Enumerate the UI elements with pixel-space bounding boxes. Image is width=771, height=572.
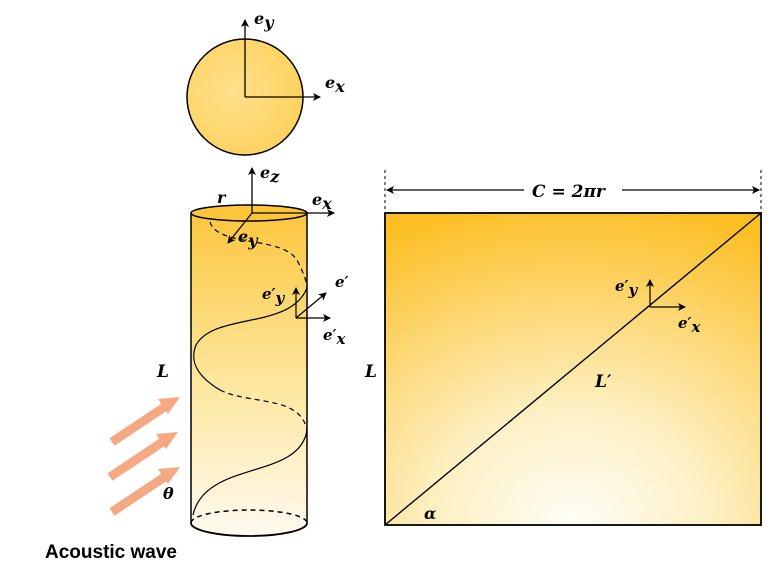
theta-label: θ [163,484,174,503]
local-e-label: e′ [335,273,349,291]
cylinder-group: r ez ex ey e′y e′ e′x L θ [156,163,349,537]
local-e-axis [295,292,327,319]
circle-ex-label: ex [325,73,345,96]
helix-front-1 [193,287,308,391]
acoustic-wave-arrows: Acoustic wave [45,397,180,563]
cyl-L-label: L [156,362,169,382]
rect-L-label: L [364,362,377,382]
cyl-ez-label: ez [260,163,280,186]
wave-arrow-1 [109,397,180,446]
cyl-ey-label: ey [238,227,259,250]
cyl-ex-label: ex [312,190,332,213]
cross-section-circle-group: ey ex [186,9,345,156]
circle-ey-label: ey [254,9,275,32]
rect-Lprime-label: L′ [594,372,612,392]
rect-ex-label: e′x [678,314,702,336]
rect-ey-label: e′y [615,277,639,299]
diagonal-Lprime [384,212,762,526]
wave-arrow-2 [107,432,178,481]
helix-back-2 [219,389,308,431]
cyl-r-label: r [217,188,227,207]
cylinder-body [191,205,307,536]
helix-front-2 [192,429,308,516]
helix-back-1 [209,221,308,289]
alpha-label: α [424,504,436,523]
unrolled-surface-group: C = 2πr e′y e′x L L′ α [364,170,762,526]
acoustic-wave-label: Acoustic wave [45,542,177,563]
cylinder-bottom-front [190,522,308,537]
local-ey-label: e′y [262,285,286,307]
local-ex-label: e′x [323,326,347,348]
circumference-label: C = 2πr [532,182,606,202]
wave-arrow-3 [109,467,180,516]
cyl-ey-axis [227,212,253,244]
